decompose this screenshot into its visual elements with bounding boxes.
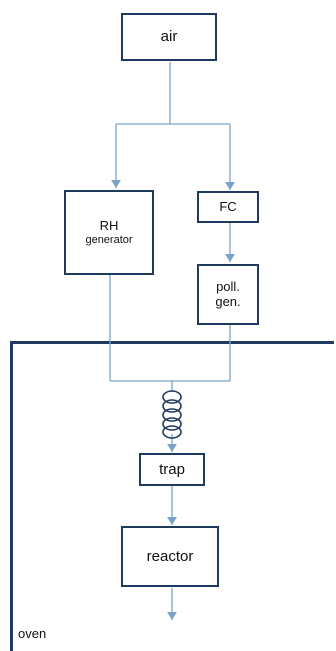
node-poll-label-1: poll. [216,278,240,294]
node-trap: trap [139,453,205,486]
oven-label: oven [18,626,47,641]
node-poll-label-2: gen. [215,293,241,309]
node-reactor: reactor [121,526,219,587]
node-poll-gen: poll. gen. [197,264,259,325]
arrow-to-poll [225,254,235,262]
oven-container [10,341,334,651]
node-reactor-label: reactor [146,547,194,565]
node-air: air [121,13,217,61]
arrow-outlet [167,612,177,620]
arrow-to-rh [111,180,121,188]
arrow-to-fc [225,182,235,190]
arrow-to-trap [167,444,177,452]
node-fc-label: FC [219,198,237,214]
coil-icon [162,390,182,439]
node-air-label: air [160,28,178,46]
node-rh-generator: RH generator [64,190,154,275]
node-rh-label-2: generator [85,233,133,246]
node-fc: FC [197,191,259,223]
arrow-to-reactor [167,517,177,525]
node-rh-label-1: RH [99,217,119,233]
node-trap-label: trap [159,460,185,478]
